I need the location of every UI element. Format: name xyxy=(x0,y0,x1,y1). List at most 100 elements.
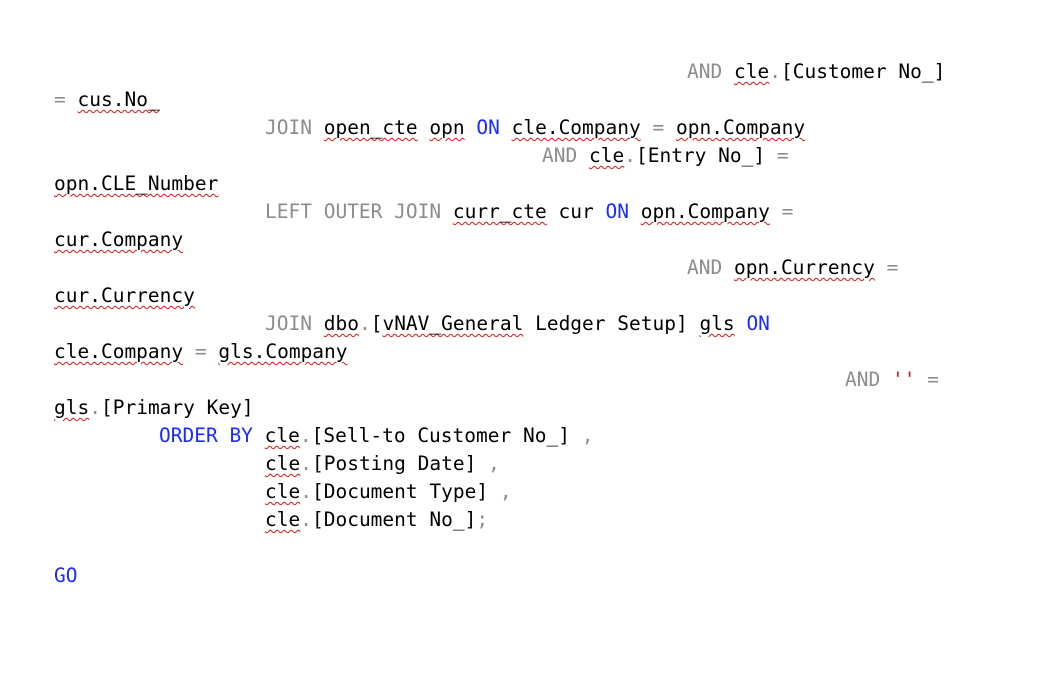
sql-identifier xyxy=(312,312,324,335)
sql-identifier xyxy=(915,368,927,391)
sql-identifier: gls xyxy=(699,312,735,335)
code-line[interactable]: AND opn.Currency = xyxy=(687,254,898,282)
code-line[interactable]: cle.[Document Type] , xyxy=(265,478,512,506)
code-line[interactable]: AND cle.[Customer No_] xyxy=(687,58,945,86)
sql-identifier: cle.Company xyxy=(54,340,184,363)
sql-identifier xyxy=(770,200,782,223)
sql-keyword: JOIN xyxy=(265,312,312,335)
sql-identifier: [Primary Key] xyxy=(100,396,254,419)
code-line[interactable]: JOIN open_cte opn ON cle.Company = opn.C… xyxy=(265,114,805,142)
sql-operator: ; xyxy=(476,508,489,531)
sql-identifier: cle xyxy=(733,60,770,83)
code-line[interactable]: cle.[Document No_]; xyxy=(265,506,488,534)
sql-operator: , xyxy=(488,452,500,475)
code-line[interactable]: JOIN dbo.[vNAV_General Ledger Setup] gls… xyxy=(265,310,770,338)
sql-identifier: dbo xyxy=(323,312,359,335)
sql-identifier: opn.Company xyxy=(676,116,806,139)
sql-keyword: ON xyxy=(746,312,770,335)
sql-identifier: cle xyxy=(265,452,301,475)
sql-operator: = xyxy=(54,88,66,111)
sql-identifier: [Entry No_] xyxy=(635,144,766,167)
code-line[interactable]: AND cle.[Entry No_] = xyxy=(542,142,789,170)
sql-identifier xyxy=(570,424,582,447)
code-line[interactable]: opn.CLE_Number xyxy=(54,170,218,198)
sql-identifier xyxy=(880,368,892,391)
sql-identifier xyxy=(664,116,676,139)
sql-identifier xyxy=(629,200,641,223)
sql-keyword: AND xyxy=(542,144,578,167)
sql-operator: = xyxy=(776,144,789,167)
sql-identifier xyxy=(765,144,777,167)
sql-keyword: ON xyxy=(605,200,629,223)
sql-identifier: gls xyxy=(54,396,90,419)
sql-identifier xyxy=(312,116,324,139)
sql-identifier xyxy=(875,256,887,279)
sql-operator: . xyxy=(299,424,312,447)
sql-string: '' xyxy=(891,368,916,391)
sql-identifier: opn.Currency xyxy=(733,256,875,279)
sql-identifier xyxy=(500,116,512,139)
sql-identifier: opn xyxy=(429,116,465,139)
sql-identifier xyxy=(641,116,653,139)
sql-identifier xyxy=(577,144,589,167)
code-line[interactable]: AND '' = xyxy=(845,366,939,394)
sql-identifier: [ xyxy=(370,312,383,335)
sql-keyword: AND xyxy=(845,368,881,391)
sql-keyword: AND xyxy=(687,256,723,279)
sql-keyword: GO xyxy=(54,564,78,587)
sql-identifier: cus.No_ xyxy=(77,88,160,111)
code-line[interactable]: ORDER BY cle.[Sell-to Customer No_] , xyxy=(159,422,593,450)
sql-identifier: [Sell-to Customer No_] xyxy=(311,424,570,447)
sql-identifier: gls.Company xyxy=(218,340,348,363)
sql-identifier: [Document Type] xyxy=(311,480,489,503)
code-line[interactable]: GO xyxy=(54,562,77,590)
sql-keyword: LEFT OUTER JOIN xyxy=(265,200,442,223)
sql-identifier xyxy=(66,88,78,111)
sql-operator: = xyxy=(886,256,899,279)
sql-operator: = xyxy=(927,368,939,391)
sql-operator: . xyxy=(300,508,312,531)
code-line[interactable]: cur.Company xyxy=(54,226,183,254)
sql-operator: . xyxy=(769,60,781,83)
sql-identifier: cur.Company xyxy=(54,228,184,251)
sql-identifier: [Customer No_] xyxy=(780,60,946,83)
sql-operator: = xyxy=(781,200,794,223)
sql-operator: . xyxy=(358,312,371,335)
sql-identifier: cle xyxy=(265,480,301,503)
sql-identifier xyxy=(207,340,219,363)
sql-identifier xyxy=(441,200,453,223)
sql-operator: . xyxy=(300,452,312,475)
sql-operator: = xyxy=(652,116,665,139)
sql-identifier: cle xyxy=(588,144,625,167)
sql-identifier: opn.Company xyxy=(640,200,770,223)
code-line[interactable]: gls.[Primary Key] xyxy=(54,394,254,422)
sql-identifier: opn.CLE_Number xyxy=(54,172,219,195)
sql-identifier: [Document No_] xyxy=(311,508,477,531)
sql-identifier: cur xyxy=(546,200,606,223)
sql-identifier: Ledger Setup] xyxy=(523,312,700,335)
sql-keyword: ORDER BY xyxy=(159,424,253,447)
sql-keyword: AND xyxy=(687,60,723,83)
sql-identifier xyxy=(476,452,488,475)
sql-operator: . xyxy=(300,480,312,503)
sql-identifier: cle xyxy=(265,508,301,531)
code-line[interactable]: = cus.No_ xyxy=(54,86,160,114)
sql-operator: = xyxy=(194,340,207,363)
sql-operator: , xyxy=(581,424,594,447)
code-line[interactable]: LEFT OUTER JOIN curr_cte cur ON opn.Comp… xyxy=(265,198,793,226)
sql-identifier: cle.Company xyxy=(511,116,641,139)
sql-identifier xyxy=(418,116,430,139)
code-line[interactable]: cur.Currency xyxy=(54,282,195,310)
sql-keyword: JOIN xyxy=(265,116,312,139)
sql-identifier: [Posting Date] xyxy=(311,452,477,475)
code-line[interactable]: cle.Company = gls.Company xyxy=(54,338,348,366)
code-line[interactable]: cle.[Posting Date] , xyxy=(265,450,500,478)
sql-identifier xyxy=(465,116,477,139)
sql-identifier: curr_cte xyxy=(452,200,547,223)
sql-identifier: cle xyxy=(264,424,300,447)
sql-identifier: cur.Currency xyxy=(54,284,195,307)
sql-identifier: vNAV_General xyxy=(382,312,524,335)
sql-identifier xyxy=(183,340,195,363)
sql-operator: . xyxy=(624,144,636,167)
